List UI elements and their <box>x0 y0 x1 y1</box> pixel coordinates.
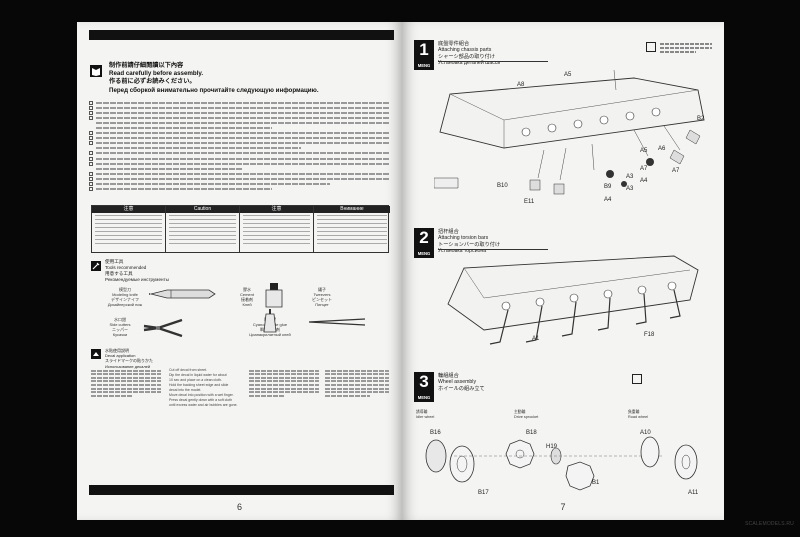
caution-table: 注意 Caution 注意 Внимание <box>91 205 390 253</box>
part-label: E11 <box>524 199 535 205</box>
top-black-bar <box>89 30 394 40</box>
caution-title: Caution <box>166 206 239 213</box>
step-title: 輪組組合 Wheel assembly ホイールの組み立て <box>438 373 485 392</box>
warning-line: Перед сборкой внимательно прочитайте сле… <box>109 86 319 94</box>
tools-title-line: Рекомендуемые инструменты <box>105 277 169 282</box>
part-label: B17 <box>478 490 489 496</box>
meng-logo: MENG <box>414 394 434 402</box>
tools-icon <box>91 261 101 271</box>
step-title: 扭杆組合 Attaching torsion bars トーションバーの取り付け… <box>438 229 501 254</box>
part-label: A5 <box>640 148 648 154</box>
part-label: A1 <box>532 336 540 342</box>
cement-bottle-icon <box>265 283 283 308</box>
part-label: F18 <box>644 332 655 338</box>
warning-line: Read carefully before assembly. <box>109 70 204 78</box>
step-1: 1 MENG 底盤零件組合 Attaching chassis parts シャ… <box>414 40 712 216</box>
ca-glue-bottle-icon <box>263 309 277 333</box>
part-label: B9 <box>604 184 612 190</box>
decal-title-line: スライドマークの貼りかた <box>105 358 153 364</box>
decal-steps-en: Cut off decal from sheet. Dip the decal … <box>169 368 238 407</box>
part-label: A7 <box>640 166 648 172</box>
step-number: 1 <box>414 40 434 64</box>
step-title: 底盤零件組合 Attaching chassis parts シャーシ部品の取り… <box>438 41 501 66</box>
side-cutters-icon <box>143 318 183 338</box>
step-2: 2 MENG 扭杆組合 Attaching torsion bars トーション… <box>414 228 712 362</box>
caution-title: 注意 <box>92 206 165 213</box>
part-label: A4 <box>604 197 612 203</box>
decal-icon <box>91 349 101 359</box>
step-3: 3 MENG 輪組組合 Wheel assembly ホイールの組み立て 誘導輪… <box>414 372 712 496</box>
part-label: A5 <box>564 72 572 78</box>
page-number-right: 7 <box>560 502 566 512</box>
step-1-note <box>660 42 712 55</box>
decal-steps-ru <box>325 368 389 398</box>
part-label: A10 <box>640 430 651 436</box>
caution-title: Внимание <box>314 206 390 213</box>
no-glue-icon <box>632 374 642 384</box>
decal-title-line: Decal application <box>105 353 136 359</box>
tools-title-line: Tools recommended <box>105 265 147 270</box>
part-label: B1 <box>592 480 600 486</box>
glue-hint-icon <box>646 42 656 52</box>
part-label: A6 <box>658 146 666 152</box>
modeling-knife-icon <box>149 289 216 299</box>
tools-title-line: 使用工具 <box>105 259 124 264</box>
page-number-left: 6 <box>236 502 242 512</box>
part-label: B2 <box>697 116 705 122</box>
bottom-black-bar <box>89 485 394 495</box>
decal-steps-jp <box>249 368 319 398</box>
part-label: A7 <box>672 168 680 174</box>
part-label: A8 <box>517 82 525 88</box>
instruction-page-right: 1 MENG 底盤零件組合 Attaching chassis parts シャ… <box>402 22 724 520</box>
part-label: B16 <box>430 430 441 436</box>
caution-title: 注意 <box>240 206 313 213</box>
instruction-page-left: 制作前請仔細閱讀以下內容 Read carefully before assem… <box>77 22 402 520</box>
step-number: 2 <box>414 228 434 252</box>
part-label: A4 <box>640 178 648 184</box>
tweezers-icon <box>308 318 366 326</box>
part-label: H19 <box>546 444 558 450</box>
wheel-assembly-diagram <box>425 436 698 491</box>
decal-title-line: Использование декалей <box>105 363 151 369</box>
warning-line: 制作前請仔細閱讀以下內容 <box>109 62 184 69</box>
torsion-bar-diagram <box>447 255 699 345</box>
part-label: A11 <box>688 490 699 496</box>
warning-book-icon <box>90 65 102 77</box>
warning-line: 作る前に必ずお読みください。 <box>109 78 196 86</box>
chassis-diagram <box>434 69 705 195</box>
decal-title-line: 水貼使用說明 <box>105 348 129 353</box>
step-number: 3 <box>414 372 434 396</box>
decal-steps-zh <box>91 368 161 398</box>
tools-title-line: 用意する工具 <box>105 271 133 276</box>
meng-logo: MENG <box>414 250 434 258</box>
part-label: A3 <box>626 174 634 180</box>
part-label: B10 <box>497 183 508 189</box>
meng-logo: MENG <box>414 62 434 70</box>
part-label: B18 <box>526 430 537 436</box>
instruction-paragraphs <box>89 100 389 192</box>
part-label: A3 <box>626 186 634 192</box>
watermark-text: SCALEMODELS.RU <box>745 521 794 527</box>
